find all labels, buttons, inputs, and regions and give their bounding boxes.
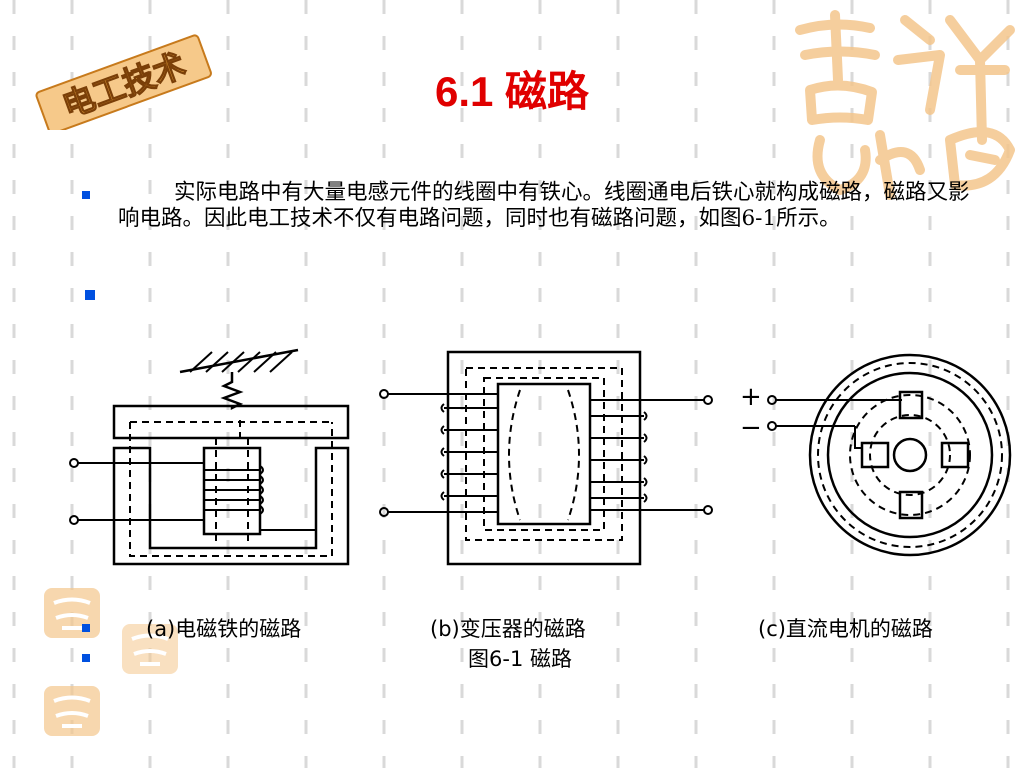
caption-transformer: (b)变压器的磁路 (430, 617, 586, 641)
bullet-marker (82, 624, 90, 632)
bullet-marker (85, 290, 95, 300)
figure-caption: 图6-1 磁路 (468, 647, 572, 671)
watermark-seal-icon (795, 10, 1015, 200)
caption-electromagnet: (a)电磁铁的磁路 (146, 617, 302, 641)
seal-icon (122, 624, 178, 674)
course-badge-icon: 电工技术 (35, 34, 212, 130)
seal-icon (44, 686, 100, 736)
seal-icon (44, 588, 100, 638)
electromagnet-diagram (69, 348, 350, 566)
motor-minus-label: − (740, 413, 762, 443)
slide-title: 6.1 磁路 (434, 68, 590, 115)
transformer-diagram (379, 350, 713, 566)
bullet-marker (82, 191, 90, 199)
bullet-marker (82, 654, 90, 662)
caption-dc-motor: (c)直流电机的磁路 (758, 617, 933, 641)
intro-paragraph: 实际电路中有大量电感元件的线圈中有铁心。线圈通电后铁心就构成磁路，磁路又影响电路… (118, 180, 970, 231)
dc-motor-diagram (767, 353, 1012, 557)
motor-plus-label: + (740, 382, 762, 412)
magnetic-circuit-figure: + − (69, 348, 1012, 566)
